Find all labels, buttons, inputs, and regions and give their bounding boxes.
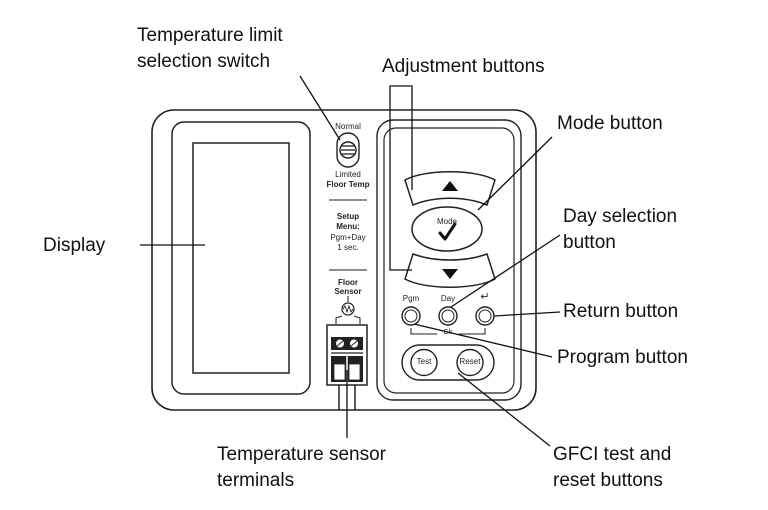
callout-gfci-line1: GFCI test and bbox=[553, 444, 672, 465]
mode-button[interactable] bbox=[411, 206, 483, 252]
test-button-label: Test bbox=[416, 357, 432, 366]
setup-combo-line2: 1 sec. bbox=[337, 243, 359, 252]
floor-sensor-label-line2: Sensor bbox=[334, 287, 362, 296]
callout-adjustment-buttons: Adjustment buttons bbox=[382, 56, 545, 77]
up-arrow-icon bbox=[442, 181, 458, 191]
clr-label: Clr bbox=[443, 329, 453, 336]
return-label: ↵ bbox=[480, 291, 490, 303]
callout-return-button: Return button bbox=[563, 301, 679, 322]
callout-temp-limit-switch-line1: Temperature limit bbox=[137, 25, 283, 46]
leader-mode bbox=[477, 136, 553, 211]
check-icon bbox=[438, 222, 457, 241]
callout-temp-limit-switch-line2: selection switch bbox=[137, 51, 271, 72]
down-arrow-icon bbox=[442, 269, 458, 279]
setup-label-line1: Setup bbox=[336, 212, 360, 221]
callout-program-button: Program button bbox=[557, 347, 688, 368]
leader-temp-limit bbox=[299, 75, 341, 141]
switch-label-limited: Limited bbox=[335, 170, 361, 179]
reset-button-label: Reset bbox=[459, 357, 481, 366]
pgm-label: Pgm bbox=[402, 294, 420, 303]
leader-adjustment bbox=[389, 85, 413, 271]
day-label: Day bbox=[440, 294, 456, 303]
leader-gfci bbox=[457, 372, 551, 447]
callout-day-selection-line2: button bbox=[563, 232, 616, 253]
leader-return bbox=[493, 311, 561, 317]
callout-day-selection-line1: Day selection bbox=[563, 206, 678, 227]
callout-mode-button: Mode button bbox=[557, 113, 663, 134]
leader-day bbox=[450, 234, 561, 308]
callout-display: Display bbox=[43, 235, 106, 256]
callout-temp-sensor-line1: Temperature sensor bbox=[217, 444, 386, 465]
display-screen bbox=[192, 142, 290, 374]
test-button[interactable] bbox=[410, 348, 438, 377]
setup-combo-line1: Pgm+Day bbox=[330, 233, 366, 242]
setup-label-line2: Menu: bbox=[336, 222, 360, 231]
reset-button[interactable] bbox=[456, 348, 484, 377]
switch-label-normal: Normal bbox=[335, 122, 361, 131]
floor-sensor-label-line1: Floor bbox=[338, 278, 358, 287]
switch-label-floor-temp: Floor Temp bbox=[326, 180, 370, 189]
callout-gfci-line2: reset buttons bbox=[553, 470, 663, 491]
mode-button-label: Mode bbox=[436, 217, 457, 226]
callout-temp-sensor-line2: terminals bbox=[217, 470, 295, 491]
leader-program bbox=[413, 323, 553, 358]
